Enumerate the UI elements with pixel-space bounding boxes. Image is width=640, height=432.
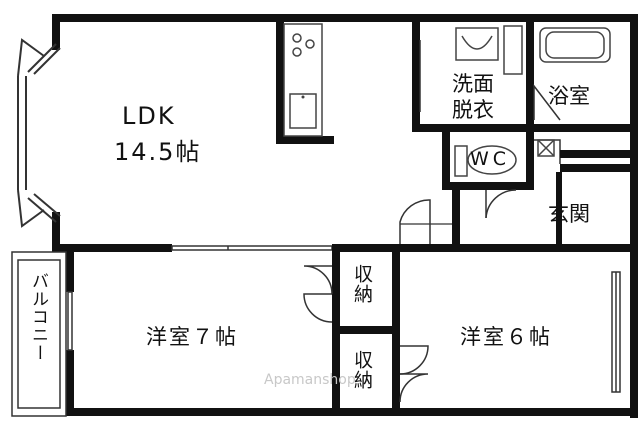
kitchen-counter [276,22,334,144]
bay-window [17,38,61,228]
storage-bottom-label: 収納 [351,350,373,390]
washroom-label-line2: 脱衣 [452,98,494,122]
outer-walls [52,14,638,418]
entrance-label: 玄関 [548,202,590,226]
wall-right [630,14,638,418]
ldk-size-label: 14.5帖 [114,138,202,166]
storage-top-label: 収納 [351,264,373,304]
wall-top [52,14,638,22]
wall-bottom [66,408,638,416]
toilet-walls [442,132,561,190]
interior-walls [303,252,429,416]
sink-icon [289,93,317,129]
windows [67,271,621,393]
toilet-bowl-icon [467,145,517,175]
washbasin-icon [455,27,499,61]
washroom-walls [412,22,534,132]
toilet-tank-icon [454,145,468,177]
watermark: Apamanshop [264,372,356,388]
entrance-walls [399,150,638,244]
western-room-7-label: 洋室７帖 [146,325,238,349]
wall-left-lower [52,212,60,252]
wall-left-bedroom2 [66,350,74,416]
bathtub-icon [539,27,611,63]
ldk-bottom-wall [52,244,638,252]
washroom-label-line1: 洗面 [452,72,494,96]
wall-left-upper [52,14,60,50]
western-room-6-label: 洋室６帖 [460,325,552,349]
stove-burner-icon [292,47,302,57]
stove-burner-icon [305,39,315,49]
stove-burner-icon [292,33,302,43]
balcony [11,251,67,417]
toilet-label: WC [470,148,511,170]
ldk-name-label: LDK [122,102,176,130]
balcony-label: バルコニー [28,272,48,362]
wall-left-bedroom [66,252,74,292]
bathroom-label: 浴室 [548,84,590,108]
washer-icon [503,25,523,75]
bathroom-walls [533,27,638,132]
